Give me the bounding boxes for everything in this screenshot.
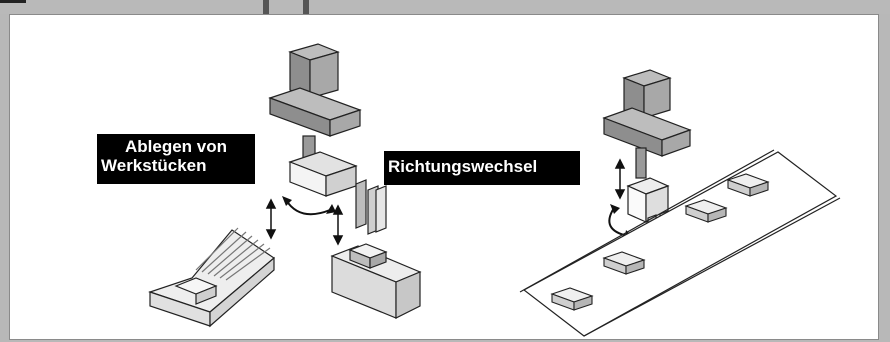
frame-post-right [303,0,309,14]
workpiece-table [332,244,420,318]
label-placing-line2: Werkstücken [101,156,207,175]
left-robot [270,44,386,234]
label-placing-line1: Ablegen von [101,137,251,156]
rotate-arrow-icon [282,196,336,214]
label-placing-workpieces: Ablegen von Werkstücken [97,134,255,184]
label-direction-change: Richtungswechsel [384,151,580,185]
up-down-arrow-icon [616,160,624,198]
workpiece-chute [150,228,274,326]
frame-fragment [0,0,26,3]
frame-post-left [263,0,269,14]
